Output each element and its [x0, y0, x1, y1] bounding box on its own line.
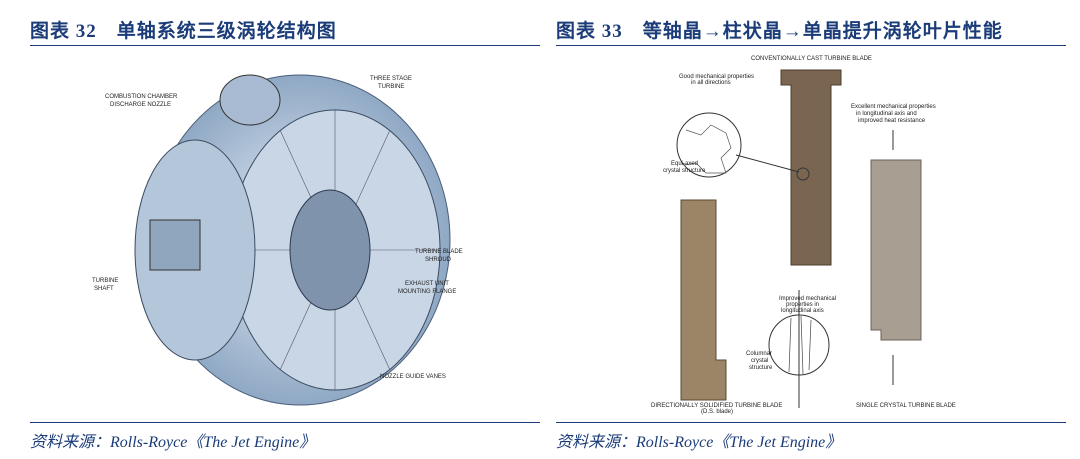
figure-label: EXHAUST UNIT	[405, 281, 449, 287]
figure-label: improved heat resistance	[858, 118, 926, 124]
divider	[556, 45, 1066, 46]
divider	[556, 422, 1066, 423]
figure-label: Good mechanical properties	[679, 74, 754, 80]
figure-label: NOZZLE GUIDE VANES	[380, 374, 446, 380]
figure-33-panel: 图表 33 等轴晶→柱状晶→单晶提升涡轮叶片性能 CONVENTIONALLY …	[556, 0, 1066, 459]
figure-label: THREE STAGE	[370, 76, 412, 82]
figure-label: COMBUSTION CHAMBER	[105, 94, 178, 100]
figure-label: Columnar	[746, 351, 772, 357]
figure-label: TURBINE	[92, 278, 118, 284]
figure-label: crystal structure	[663, 168, 706, 174]
figure-label: Excellent mechanical properties	[851, 104, 936, 110]
source-note: 资料来源：Rolls-Royce《The Jet Engine》	[556, 434, 842, 451]
divider	[30, 45, 540, 46]
figure-label: SHROUD	[425, 257, 452, 263]
figure-label: MOUNTING FLANGE	[398, 289, 456, 295]
figure-label: crystal	[751, 358, 768, 364]
turbine-cutaway-illustration: COMBUSTION CHAMBER DISCHARGE NOZZLE THRE…	[92, 74, 463, 406]
figure-label: Equi-axed	[671, 161, 698, 167]
figure-label: in all directions	[691, 80, 731, 86]
figure-label: (D.S. blade)	[701, 409, 733, 415]
figure-title: 图表 33 等轴晶→柱状晶→单晶提升涡轮叶片性能	[556, 21, 1003, 42]
figure-title: 图表 32 单轴系统三级涡轮结构图	[30, 21, 337, 42]
turbine-blade-crystal-diagram: CONVENTIONALLY CAST TURBINE BLADE Good m…	[651, 56, 956, 415]
figure-32-panel: 图表 32 单轴系统三级涡轮结构图 COMBUSTION CHAMBER DIS…	[30, 0, 540, 459]
figure-label: structure	[749, 365, 773, 371]
divider	[30, 422, 540, 423]
source-note: 资料来源：Rolls-Royce《The Jet Engine》	[30, 434, 316, 451]
figure-label: SHAFT	[94, 286, 114, 292]
figure-label: CONVENTIONALLY CAST TURBINE BLADE	[751, 56, 872, 62]
figure-label: longitudinal axis	[781, 308, 824, 314]
figure-label: TURBINE	[378, 84, 404, 90]
figure-label: DIRECTIONALLY SOLIDIFIED TURBINE BLADE	[651, 403, 782, 409]
figure-label: SINGLE CRYSTAL TURBINE BLADE	[856, 403, 956, 409]
figure-label: properties in	[786, 302, 819, 308]
figure-label: Improved mechanical	[779, 296, 836, 302]
figure-label: in longitudinal axis and	[856, 111, 917, 117]
figure-label: DISCHARGE NOZZLE	[110, 102, 171, 108]
figure-label: TURBINE BLADE	[415, 249, 463, 255]
